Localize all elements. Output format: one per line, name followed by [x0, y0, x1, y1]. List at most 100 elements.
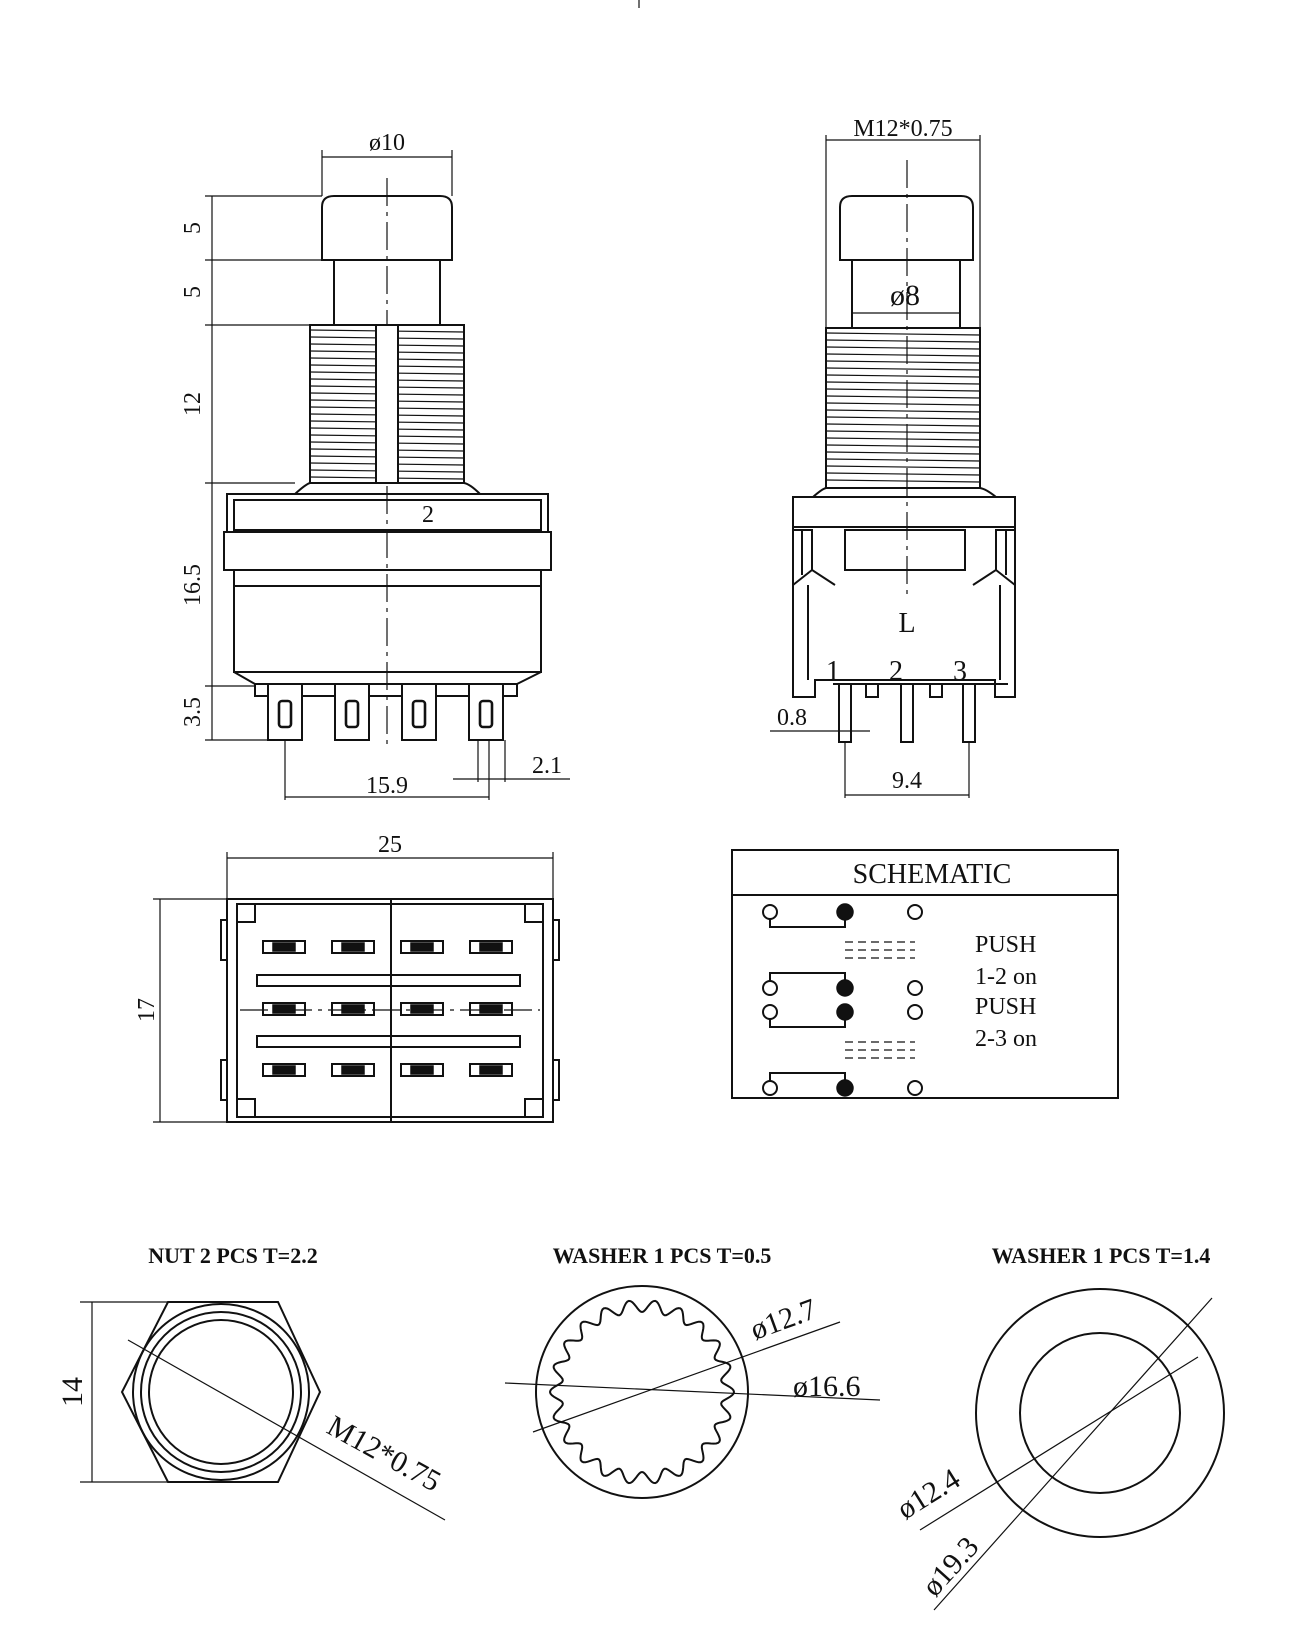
corner-pad	[236, 1098, 256, 1118]
washer-flat-view: WASHER 1 PCS T=1.4 ø12.4 ø19.3	[891, 1243, 1225, 1611]
pin-slot-fill	[272, 942, 296, 952]
pin-slot-fill	[341, 942, 365, 952]
pin-slot	[400, 1063, 444, 1077]
contact-open	[907, 904, 923, 920]
thread-line	[825, 332, 981, 336]
thread-line	[825, 409, 981, 413]
dim-terminal-width: 2.1	[532, 753, 562, 779]
nut-view: NUT 2 PCS T=2.2 14 M12*0.75	[56, 1243, 446, 1521]
dim-pin-width: 0.8	[777, 705, 807, 731]
contact-open	[762, 904, 778, 920]
nut-leader	[127, 1339, 446, 1521]
side-tab	[552, 919, 560, 961]
pin-slot	[469, 1063, 513, 1077]
thread-line	[825, 430, 981, 434]
side-tab	[220, 919, 228, 961]
front-view: ø10 5 5 12 16.5 3.5 2 15.9 2.1	[180, 130, 570, 800]
bottom-bar-2	[256, 1035, 521, 1048]
contact-link	[769, 1072, 846, 1088]
side-thread-outline	[825, 327, 981, 489]
front-terminals	[267, 683, 504, 741]
pin-slot-fill	[341, 1004, 365, 1014]
thread-line	[825, 381, 981, 385]
terminal	[401, 683, 437, 741]
side-tab	[552, 1059, 560, 1101]
dim-bottom-depth: 17	[134, 998, 160, 1022]
terminal	[334, 683, 370, 741]
contact-open	[762, 1080, 778, 1096]
nut-across-flats: 14	[56, 1377, 89, 1407]
thread-line	[825, 465, 981, 469]
thread-line	[825, 451, 981, 455]
washer-toothed-teeth	[548, 1299, 736, 1485]
nut-title: NUT 2 PCS T=2.2	[148, 1243, 317, 1268]
front-base-left	[233, 671, 256, 685]
pin-slot-fill	[272, 1004, 296, 1014]
thread-line	[825, 423, 981, 427]
contact-open	[907, 980, 923, 996]
terminal-hole	[478, 699, 494, 729]
washer-flat-outer	[975, 1288, 1225, 1538]
schematic-line-1: PUSH	[975, 932, 1036, 958]
nut-ring	[140, 1311, 302, 1473]
side-view: L 1 2 3 M12*0.75 ø8 0.8 9.4	[770, 116, 1016, 798]
contact-open	[907, 1004, 923, 1020]
terminal	[468, 683, 504, 741]
thread-line	[825, 458, 981, 462]
front-base-right	[516, 671, 542, 685]
thread-line	[825, 353, 981, 357]
side-housing-top	[792, 496, 1016, 528]
contact-open	[907, 1080, 923, 1096]
thread-line	[825, 437, 981, 441]
washer-flat-title: WASHER 1 PCS T=1.4	[992, 1243, 1211, 1268]
schematic-line-2: 1-2 on	[975, 964, 1037, 990]
pin-slot	[400, 1002, 444, 1016]
terminal-hole	[344, 699, 360, 729]
terminal-hole	[411, 699, 427, 729]
schematic-line-4: 2-3 on	[975, 1026, 1037, 1052]
pin-slot-fill	[341, 1065, 365, 1075]
pin-number-1: 1	[826, 656, 840, 687]
side-pin-3	[962, 683, 976, 743]
contact-open	[762, 980, 778, 996]
thread-line	[825, 367, 981, 371]
corner-pad	[524, 903, 544, 923]
nut-hex	[120, 1301, 322, 1483]
dim-body-height: 16.5	[180, 564, 206, 606]
nut-outer-circle	[132, 1303, 310, 1481]
side-clip-left	[792, 529, 836, 586]
washer-toothed-leader-outer	[504, 1382, 881, 1401]
side-label-L: L	[898, 608, 915, 639]
contact-link	[769, 972, 846, 988]
side-pin-1	[838, 683, 852, 743]
contact-link	[769, 1012, 846, 1028]
terminal	[267, 683, 303, 741]
side-cap	[839, 195, 974, 261]
washer-toothed-view: WASHER 1 PCS T=0.5 ø12.7 ø16.6	[504, 1243, 881, 1499]
side-nub	[929, 683, 943, 698]
washer-toothed-title: WASHER 1 PCS T=0.5	[553, 1243, 772, 1268]
contact-link	[769, 912, 846, 928]
washer-toothed-outer	[535, 1285, 749, 1499]
pin-slot	[400, 940, 444, 954]
dim-pin-pitch: 9.4	[892, 768, 922, 794]
front-housing-body	[233, 569, 542, 673]
schematic-line-3: PUSH	[975, 994, 1036, 1020]
pin-number-3: 3	[953, 656, 967, 687]
thread-line	[825, 479, 981, 483]
dim-terminal-span: 15.9	[366, 773, 408, 799]
front-cap	[321, 195, 453, 261]
schematic-box: SCHEMATIC PUSH 1-2 on PUSH 2-3 on	[731, 849, 1119, 1099]
pin-slot	[469, 1002, 513, 1016]
side-nub	[865, 683, 879, 698]
pin-slot	[469, 940, 513, 954]
thread-line	[825, 395, 981, 399]
front-base	[254, 683, 518, 697]
dim-thread-length: 12	[180, 392, 206, 416]
dim-plunger-diameter: ø8	[890, 279, 920, 312]
side-pin-2	[900, 683, 914, 743]
thread-line	[825, 402, 981, 406]
thread-line	[825, 444, 981, 448]
corner-pad	[236, 903, 256, 923]
